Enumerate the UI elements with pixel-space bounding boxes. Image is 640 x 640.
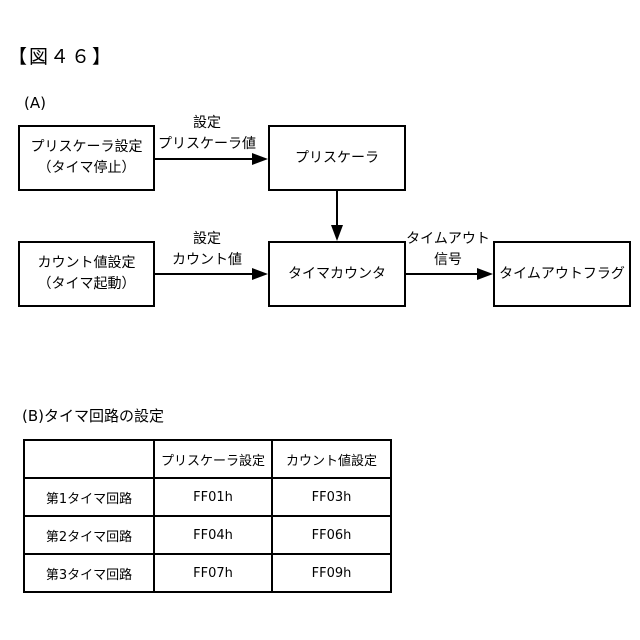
table-header-count: カウント値設定 [271, 439, 393, 479]
table-row: 第2タイマ回路 FF04h FF06h [23, 515, 393, 555]
table-row: 第3タイマ回路 FF07h FF09h [23, 553, 393, 593]
block-prescaler: プリスケーラ [268, 125, 406, 191]
block-prescaler-label: プリスケーラ [295, 149, 379, 166]
table-cell-prescaler-value: FF04h [152, 515, 274, 555]
table-cell-circuit-name: 第1タイマ回路 [23, 477, 155, 517]
table-cell-circuit-name: 第3タイマ回路 [23, 553, 155, 593]
figure-title: 【図４６】 [8, 46, 114, 68]
arrow-label-timeout-line2: 信号 [434, 252, 462, 268]
arrow-prescaler-to-counter [331, 191, 343, 241]
arrow-label-timeout-signal: タイムアウト 信号 [388, 229, 508, 271]
arrow-label-set-prescaler-line1: 設定 [193, 115, 221, 131]
table-cell-prescaler-value: FF07h [152, 553, 274, 593]
table-header-prescaler: プリスケーラ設定 [152, 439, 274, 479]
table-header-blank [23, 439, 155, 479]
arrow-label-set-count-line1: 設定 [193, 231, 221, 247]
block-count-setting-line2: （タイマ起動） [37, 276, 136, 292]
table-cell-count-value: FF03h [271, 477, 393, 517]
section-a-label: (A) [24, 94, 46, 112]
table-cell-prescaler-value: FF01h [152, 477, 274, 517]
table-cell-circuit-name: 第2タイマ回路 [23, 515, 155, 555]
table-header-row: プリスケーラ設定 カウント値設定 [23, 439, 393, 479]
timer-settings-table: プリスケーラ設定 カウント値設定 第1タイマ回路 FF01h FF03h 第2タ… [23, 439, 393, 593]
block-prescaler-setting: プリスケーラ設定 （タイマ停止） [18, 125, 155, 191]
block-timeout-flag: タイムアウトフラグ [493, 241, 631, 307]
table-cell-count-value: FF06h [271, 515, 393, 555]
arrow-label-set-prescaler-line2: プリスケーラ値 [158, 136, 256, 152]
arrow-label-timeout-line1: タイムアウト [406, 231, 490, 247]
arrow-label-set-count-line2: カウント値 [172, 252, 242, 268]
block-prescaler-setting-line2: （タイマ停止） [37, 160, 136, 176]
block-count-setting-line1: カウント値設定 [37, 255, 136, 271]
table-row: 第1タイマ回路 FF01h FF03h [23, 477, 393, 517]
block-timer-counter-label: タイマカウンタ [288, 265, 386, 282]
table-cell-count-value: FF09h [271, 553, 393, 593]
arrow-label-set-prescaler-value: 設定 プリスケーラ値 [146, 113, 268, 155]
block-timer-counter: タイマカウンタ [268, 241, 406, 307]
block-count-setting: カウント値設定 （タイマ起動） [18, 241, 155, 307]
block-prescaler-setting-line1: プリスケーラ設定 [30, 139, 143, 155]
arrow-label-set-count-value: 設定 カウント値 [146, 229, 268, 271]
section-b-label: (B)タイマ回路の設定 [22, 407, 164, 425]
block-timeout-flag-label: タイムアウトフラグ [499, 265, 625, 282]
